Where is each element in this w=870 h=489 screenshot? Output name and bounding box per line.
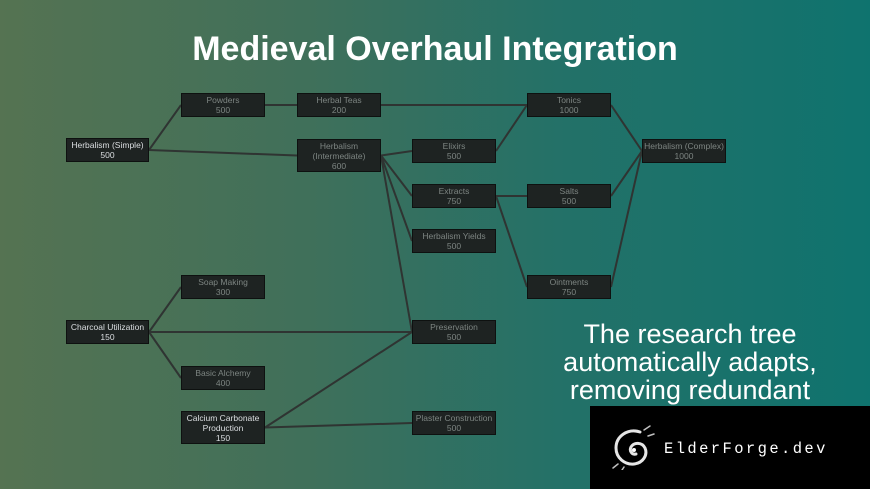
research-node-cost: 150 [100, 332, 115, 342]
connector-line [495, 104, 528, 152]
connector-line [148, 149, 298, 157]
connector-line [610, 150, 643, 288]
research-node-label: Tonics [556, 95, 582, 105]
connector-line [148, 104, 182, 151]
research-node-cost: 150 [215, 432, 231, 443]
research-node-label: Herbalism (Simple) [71, 140, 144, 150]
research-node-label: Powders [206, 95, 240, 105]
research-node-cost: 1000 [559, 105, 579, 115]
research-node-label: Charcoal Utilization [70, 322, 145, 332]
research-node-herbalism-complex[interactable]: Herbalism (Complex)1000 [642, 139, 726, 163]
connector-line [380, 155, 413, 242]
watermark-text: ElderForge.dev [664, 440, 828, 458]
connector-line [380, 154, 413, 197]
research-node-label: Extracts [438, 186, 470, 196]
research-node-cost: 1000 [674, 151, 694, 161]
research-node-label: Elixirs [442, 141, 466, 151]
research-node-label: Herbalism Yields [422, 231, 486, 241]
connector-line [495, 195, 528, 288]
research-node-cost: 600 [331, 160, 347, 171]
research-node-label: Herbal Teas [316, 95, 362, 105]
research-node-cost: 200 [331, 105, 347, 115]
connector-line [610, 104, 643, 152]
research-node-cost: 400 [215, 378, 231, 388]
research-node-cost: 300 [215, 287, 231, 297]
research-node-label: Soap Making [198, 277, 248, 287]
connector-line [264, 331, 413, 429]
research-node-cost: 750 [561, 287, 577, 297]
connector-line [380, 155, 413, 333]
research-node-label: Herbalism [319, 140, 359, 151]
caption-line: The research tree [583, 319, 797, 349]
research-node-cost: 500 [100, 150, 115, 160]
watermark-badge: ElderForge.dev [590, 406, 870, 489]
research-node-herbalism-simple[interactable]: Herbalism (Simple)500 [66, 138, 149, 162]
research-node-label: Herbalism (Complex) [644, 141, 724, 151]
caption-line: automatically adapts, [563, 347, 817, 377]
caption-line: removing redundant [569, 375, 811, 405]
research-node-label: Basic Alchemy [195, 368, 251, 378]
connector-line [148, 286, 182, 333]
research-node-label: Calcium Carbonate [186, 412, 260, 423]
connector-line [264, 422, 413, 429]
research-node-label: Production [202, 422, 244, 433]
research-node-cost: 500 [446, 332, 462, 342]
research-node-label: Plaster Construction [415, 413, 493, 423]
research-node-label: Preservation [430, 322, 478, 332]
swirl-logo-icon [612, 425, 655, 470]
video-title: Medieval Overhaul Integration [192, 30, 678, 68]
research-node-herbalism-intermediate[interactable]: Herbalism(Intermediate)600 [297, 139, 381, 172]
research-node-cost: 500 [446, 423, 462, 433]
connector-line [148, 331, 182, 379]
research-node-label: Ointments [549, 277, 589, 287]
research-node-label: Salts [559, 186, 579, 196]
research-node-cost: 500 [215, 105, 231, 115]
research-node-label: (Intermediate) [312, 150, 366, 161]
research-node-cost: 750 [446, 196, 462, 206]
connector-line [610, 150, 643, 197]
research-node-cost: 500 [446, 151, 462, 161]
connector-line [380, 150, 413, 157]
research-node-cost: 500 [446, 241, 462, 251]
research-node-cost: 500 [561, 196, 577, 206]
